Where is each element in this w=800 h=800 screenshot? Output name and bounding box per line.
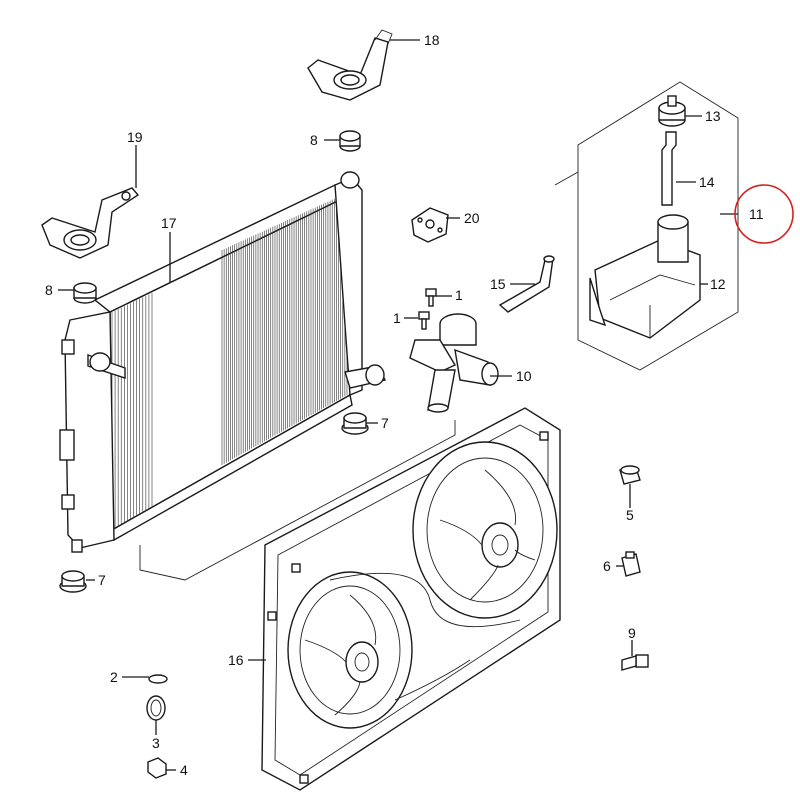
bracket-18 (307, 29, 393, 101)
callout-15: 15 (490, 276, 506, 292)
callout-3: 3 (152, 735, 160, 751)
bolt-1-upper (425, 288, 437, 307)
callout-16: 16 (228, 652, 244, 668)
highlight-circle (734, 184, 794, 244)
callout-2: 2 (110, 669, 118, 685)
callout-20: 20 (464, 210, 480, 226)
grommet-7-left (59, 570, 87, 593)
bolt-9 (621, 654, 649, 671)
cap-13 (658, 95, 686, 127)
flange-20 (411, 207, 449, 243)
grommet-8-left (73, 282, 97, 304)
callout-12: 12 (710, 276, 726, 292)
nut-4 (147, 757, 167, 779)
clip-5 (619, 465, 641, 485)
callout-11: 11 (749, 206, 764, 222)
radiator (59, 171, 387, 553)
callout-7-right: 7 (381, 415, 389, 431)
fan-shroud-16 (261, 407, 561, 791)
callout-10: 10 (516, 368, 532, 384)
reservoir-12 (589, 214, 701, 339)
hose-15 (498, 255, 555, 313)
leader-lines (58, 39, 738, 771)
oring-3 (146, 695, 166, 721)
callout-13: 13 (705, 108, 721, 124)
grommet-7-right (341, 412, 369, 435)
clamp-2 (148, 674, 168, 684)
callout-9: 9 (628, 625, 636, 641)
callout-8-top: 8 (310, 132, 318, 148)
callout-5: 5 (626, 507, 634, 523)
callout-labels: 18 19 8 8 17 20 1 1 15 10 13 14 11 12 7 … (45, 32, 764, 778)
callout-4: 4 (180, 762, 188, 778)
callout-1-lower: 1 (393, 310, 401, 326)
callout-6: 6 (603, 558, 611, 574)
clip-6 (621, 551, 641, 577)
callout-19: 19 (127, 129, 143, 145)
callout-18: 18 (424, 32, 440, 48)
bolt-1-lower (418, 311, 430, 330)
callout-17: 17 (161, 215, 177, 231)
callout-7-left: 7 (98, 572, 106, 588)
housing-10 (409, 313, 499, 413)
callout-8-left: 8 (45, 282, 53, 298)
bracket-19 (41, 187, 140, 259)
callout-1-upper: 1 (455, 287, 463, 303)
tube-14 (661, 131, 677, 206)
grommet-8-top (339, 130, 361, 152)
callout-14: 14 (699, 174, 715, 190)
